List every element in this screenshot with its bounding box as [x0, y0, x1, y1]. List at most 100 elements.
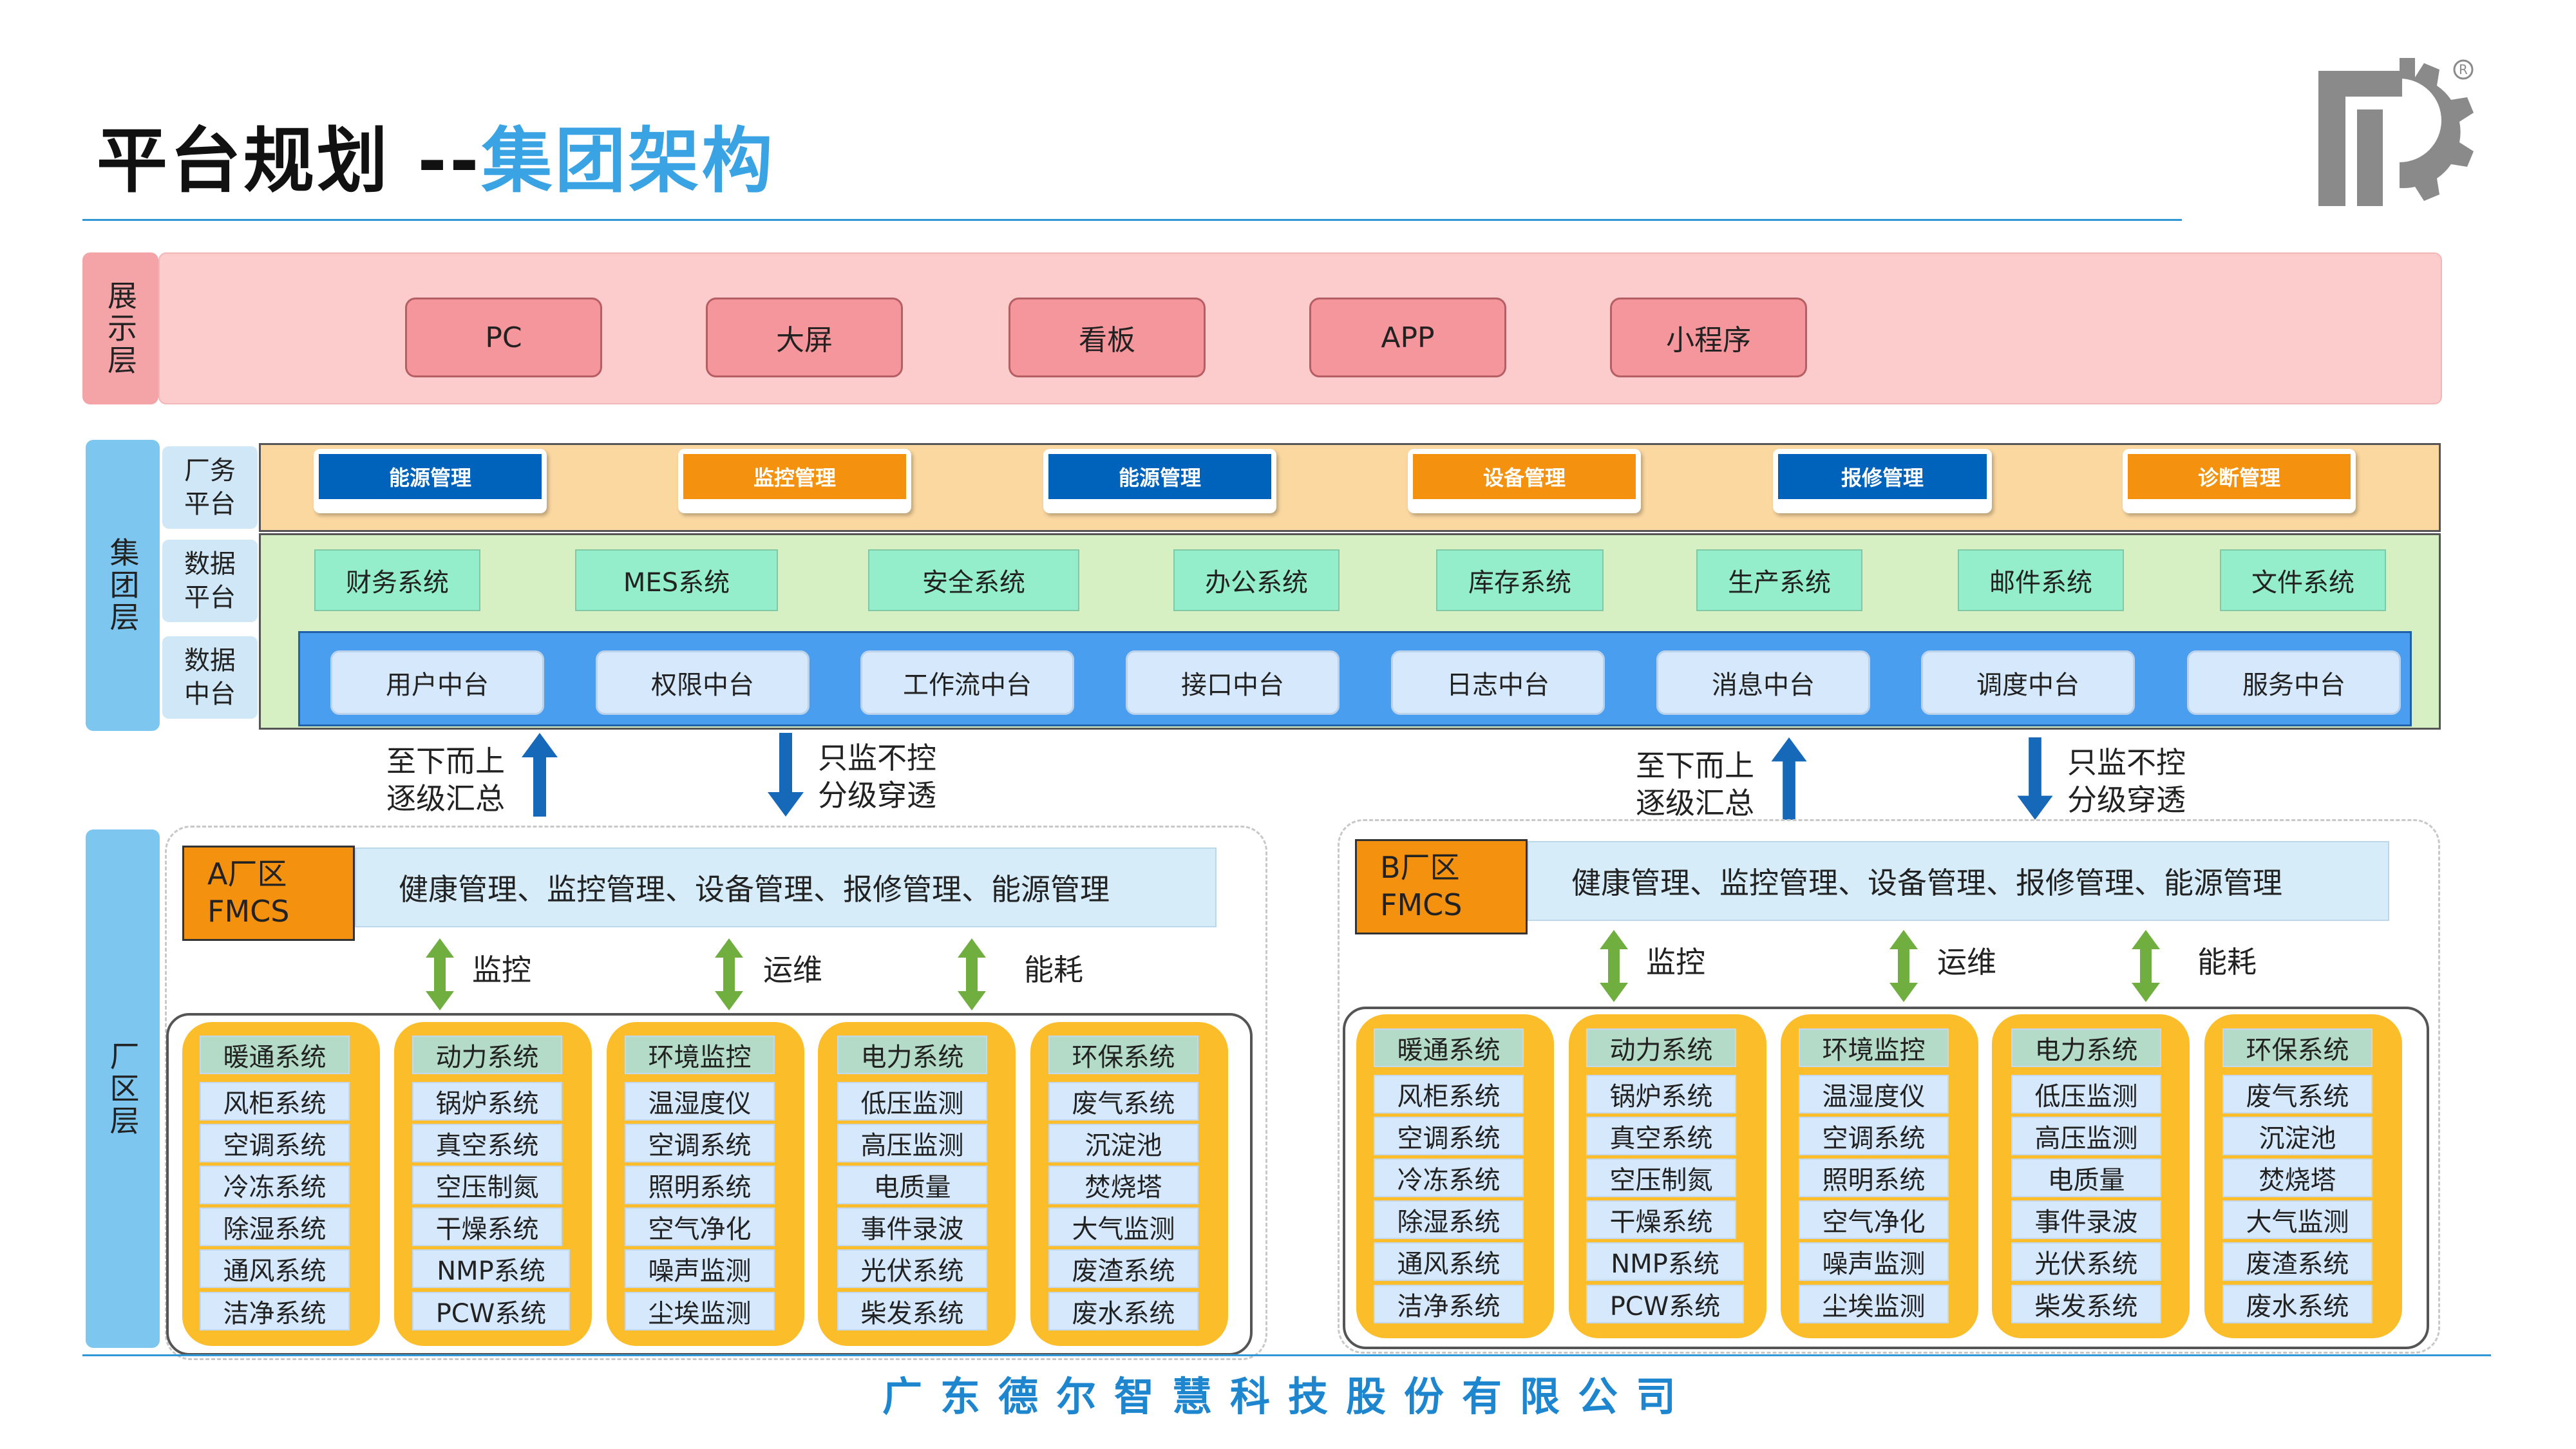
zone-a-electric-item[interactable]: 电质量: [837, 1166, 987, 1204]
zone-b-electric-item[interactable]: 高压监测: [2011, 1117, 2161, 1155]
zone-a-electric-head[interactable]: 电力系统: [837, 1036, 987, 1074]
mid-interface[interactable]: 接口中台: [1126, 650, 1340, 715]
zone-b-power-item[interactable]: 干燥系统: [1586, 1200, 1736, 1239]
sys-production[interactable]: 生产系统: [1696, 549, 1862, 611]
zone-a-power-item[interactable]: NMP系统: [412, 1249, 570, 1288]
mid-log[interactable]: 日志中台: [1391, 650, 1605, 715]
zone-b: [1338, 819, 2440, 1354]
presentation-kanban[interactable]: 看板: [1009, 298, 1206, 377]
zone-b-power-item[interactable]: 真空系统: [1586, 1117, 1736, 1155]
zone-a-power-item[interactable]: 真空系统: [412, 1124, 562, 1162]
zone-a-env-item[interactable]: 空调系统: [625, 1124, 775, 1162]
mid-user[interactable]: 用户中台: [330, 650, 544, 715]
zone-a-eco-item[interactable]: 大气监测: [1048, 1208, 1198, 1246]
sys-inventory[interactable]: 库存系统: [1436, 549, 1604, 611]
sys-safety[interactable]: 安全系统: [868, 549, 1079, 611]
zone-b-electric-item[interactable]: 光伏系统: [2011, 1242, 2161, 1281]
zone-a-env-item[interactable]: 温湿度仪: [625, 1082, 775, 1121]
zone-a-env-item[interactable]: 尘埃监测: [625, 1292, 775, 1331]
zone-a-hvac-item[interactable]: 冷冻系统: [200, 1166, 350, 1204]
zone-b-hvac-item[interactable]: 通风系统: [1374, 1242, 1524, 1281]
mgmt-energy-2[interactable]: 能源管理: [1043, 449, 1276, 513]
presentation-pc[interactable]: PC: [405, 298, 602, 377]
zone-a-hvac-item[interactable]: 空调系统: [200, 1124, 350, 1162]
zone-a-power-item[interactable]: PCW系统: [412, 1292, 570, 1331]
sys-file[interactable]: 文件系统: [2220, 549, 2386, 611]
zone-a-eco-head[interactable]: 环保系统: [1048, 1036, 1198, 1074]
zone-b-eco-item[interactable]: 废气系统: [2222, 1075, 2372, 1113]
zone-b-hvac-item[interactable]: 除湿系统: [1374, 1200, 1524, 1239]
zone-b-power-item[interactable]: 空压制氮: [1586, 1159, 1736, 1197]
zone-a-hvac-head[interactable]: 暖通系统: [200, 1036, 350, 1074]
zone-a-env-item[interactable]: 噪声监测: [625, 1249, 775, 1288]
zone-a-eco-item[interactable]: 焚烧塔: [1048, 1166, 1198, 1204]
zone-b-eco-item[interactable]: 大气监测: [2222, 1200, 2372, 1239]
sys-mail[interactable]: 邮件系统: [1958, 549, 2124, 611]
mgmt-diagnosis[interactable]: 诊断管理: [2123, 449, 2356, 513]
sys-office[interactable]: 办公系统: [1173, 549, 1340, 611]
zone-b-env-item[interactable]: 空气净化: [1799, 1200, 1949, 1239]
zone-b-hvac-item[interactable]: 风柜系统: [1374, 1075, 1524, 1113]
zone-b-functions: 健康管理、监控管理、设备管理、报修管理、能源管理: [1528, 841, 2389, 921]
zone-a-eco-item[interactable]: 废渣系统: [1048, 1249, 1198, 1288]
mid-permission[interactable]: 权限中台: [596, 650, 810, 715]
zone-a-power-item[interactable]: 锅炉系统: [412, 1082, 562, 1121]
zone-a-hvac-item[interactable]: 风柜系统: [200, 1082, 350, 1121]
zone-b-power-head[interactable]: 动力系统: [1586, 1028, 1736, 1067]
zone-b-eco-item[interactable]: 废水系统: [2222, 1285, 2372, 1323]
zone-a-electric-item[interactable]: 光伏系统: [837, 1249, 987, 1288]
mid-schedule[interactable]: 调度中台: [1921, 650, 2135, 715]
zone-b-electric-item[interactable]: 事件录波: [2011, 1200, 2161, 1239]
zone-b-env-item[interactable]: 温湿度仪: [1799, 1075, 1949, 1113]
zone-b-env-item[interactable]: 照明系统: [1799, 1159, 1949, 1197]
presentation-big-screen[interactable]: 大屏: [706, 298, 903, 377]
zone-a-hvac-item[interactable]: 通风系统: [200, 1249, 350, 1288]
zone-a-power-item[interactable]: 空压制氮: [412, 1166, 562, 1204]
zone-a-electric-item[interactable]: 高压监测: [837, 1124, 987, 1162]
zone-b-hvac-item[interactable]: 冷冻系统: [1374, 1159, 1524, 1197]
zone-a-hvac-item[interactable]: 洁净系统: [200, 1292, 350, 1331]
zone-a-relation-monitor: 监控: [472, 952, 531, 987]
zone-b-eco-item[interactable]: 废渣系统: [2222, 1242, 2372, 1281]
mid-service[interactable]: 服务中台: [2187, 650, 2401, 715]
mgmt-repair[interactable]: 报修管理: [1773, 449, 1992, 513]
zone-b-hvac-head[interactable]: 暖通系统: [1374, 1028, 1524, 1067]
mgmt-energy-1[interactable]: 能源管理: [314, 449, 547, 513]
zone-a-env-head[interactable]: 环境监控: [625, 1036, 775, 1074]
zone-a-eco-item[interactable]: 沉淀池: [1048, 1124, 1198, 1162]
zone-b-hvac-item[interactable]: 空调系统: [1374, 1117, 1524, 1155]
zone-a-eco-item[interactable]: 废水系统: [1048, 1292, 1198, 1331]
zone-a-env-item[interactable]: 照明系统: [625, 1166, 775, 1204]
zone-a-electric-item[interactable]: 低压监测: [837, 1082, 987, 1121]
zone-a-env-item[interactable]: 空气净化: [625, 1208, 775, 1246]
zone-b-hvac-item[interactable]: 洁净系统: [1374, 1285, 1524, 1323]
zone-b-eco-item[interactable]: 沉淀池: [2222, 1117, 2372, 1155]
mgmt-monitor[interactable]: 监控管理: [678, 449, 911, 513]
sys-finance[interactable]: 财务系统: [314, 549, 480, 611]
zone-b-env-item[interactable]: 空调系统: [1799, 1117, 1949, 1155]
zone-b-electric-item[interactable]: 低压监测: [2011, 1075, 2161, 1113]
zone-b-electric-item[interactable]: 柴发系统: [2011, 1285, 2161, 1323]
zone-b-power-item[interactable]: PCW系统: [1586, 1285, 1744, 1323]
mgmt-equipment[interactable]: 设备管理: [1408, 449, 1641, 513]
zone-a-eco-item[interactable]: 废气系统: [1048, 1082, 1198, 1121]
zone-a-power-head[interactable]: 动力系统: [412, 1036, 562, 1074]
zone-a-electric-item[interactable]: 事件录波: [837, 1208, 987, 1246]
zone-a-electric-item[interactable]: 柴发系统: [837, 1292, 987, 1331]
presentation-app[interactable]: APP: [1309, 298, 1506, 377]
zone-b-electric-head[interactable]: 电力系统: [2011, 1028, 2161, 1067]
zone-b-env-item[interactable]: 尘埃监测: [1799, 1285, 1949, 1323]
zone-b-env-head[interactable]: 环境监控: [1799, 1028, 1949, 1067]
zone-b-power-item[interactable]: 锅炉系统: [1586, 1075, 1736, 1113]
mid-message[interactable]: 消息中台: [1656, 650, 1870, 715]
zone-b-eco-head[interactable]: 环保系统: [2222, 1028, 2372, 1067]
zone-b-power-item[interactable]: NMP系统: [1586, 1242, 1744, 1281]
sys-mes[interactable]: MES系统: [575, 549, 778, 611]
zone-b-eco-item[interactable]: 焚烧塔: [2222, 1159, 2372, 1197]
zone-b-env-item[interactable]: 噪声监测: [1799, 1242, 1949, 1281]
zone-a-power-item[interactable]: 干燥系统: [412, 1208, 562, 1246]
zone-b-electric-item[interactable]: 电质量: [2011, 1159, 2161, 1197]
presentation-mini-program[interactable]: 小程序: [1610, 298, 1807, 377]
mid-workflow[interactable]: 工作流中台: [860, 650, 1074, 715]
zone-a-hvac-item[interactable]: 除湿系统: [200, 1208, 350, 1246]
